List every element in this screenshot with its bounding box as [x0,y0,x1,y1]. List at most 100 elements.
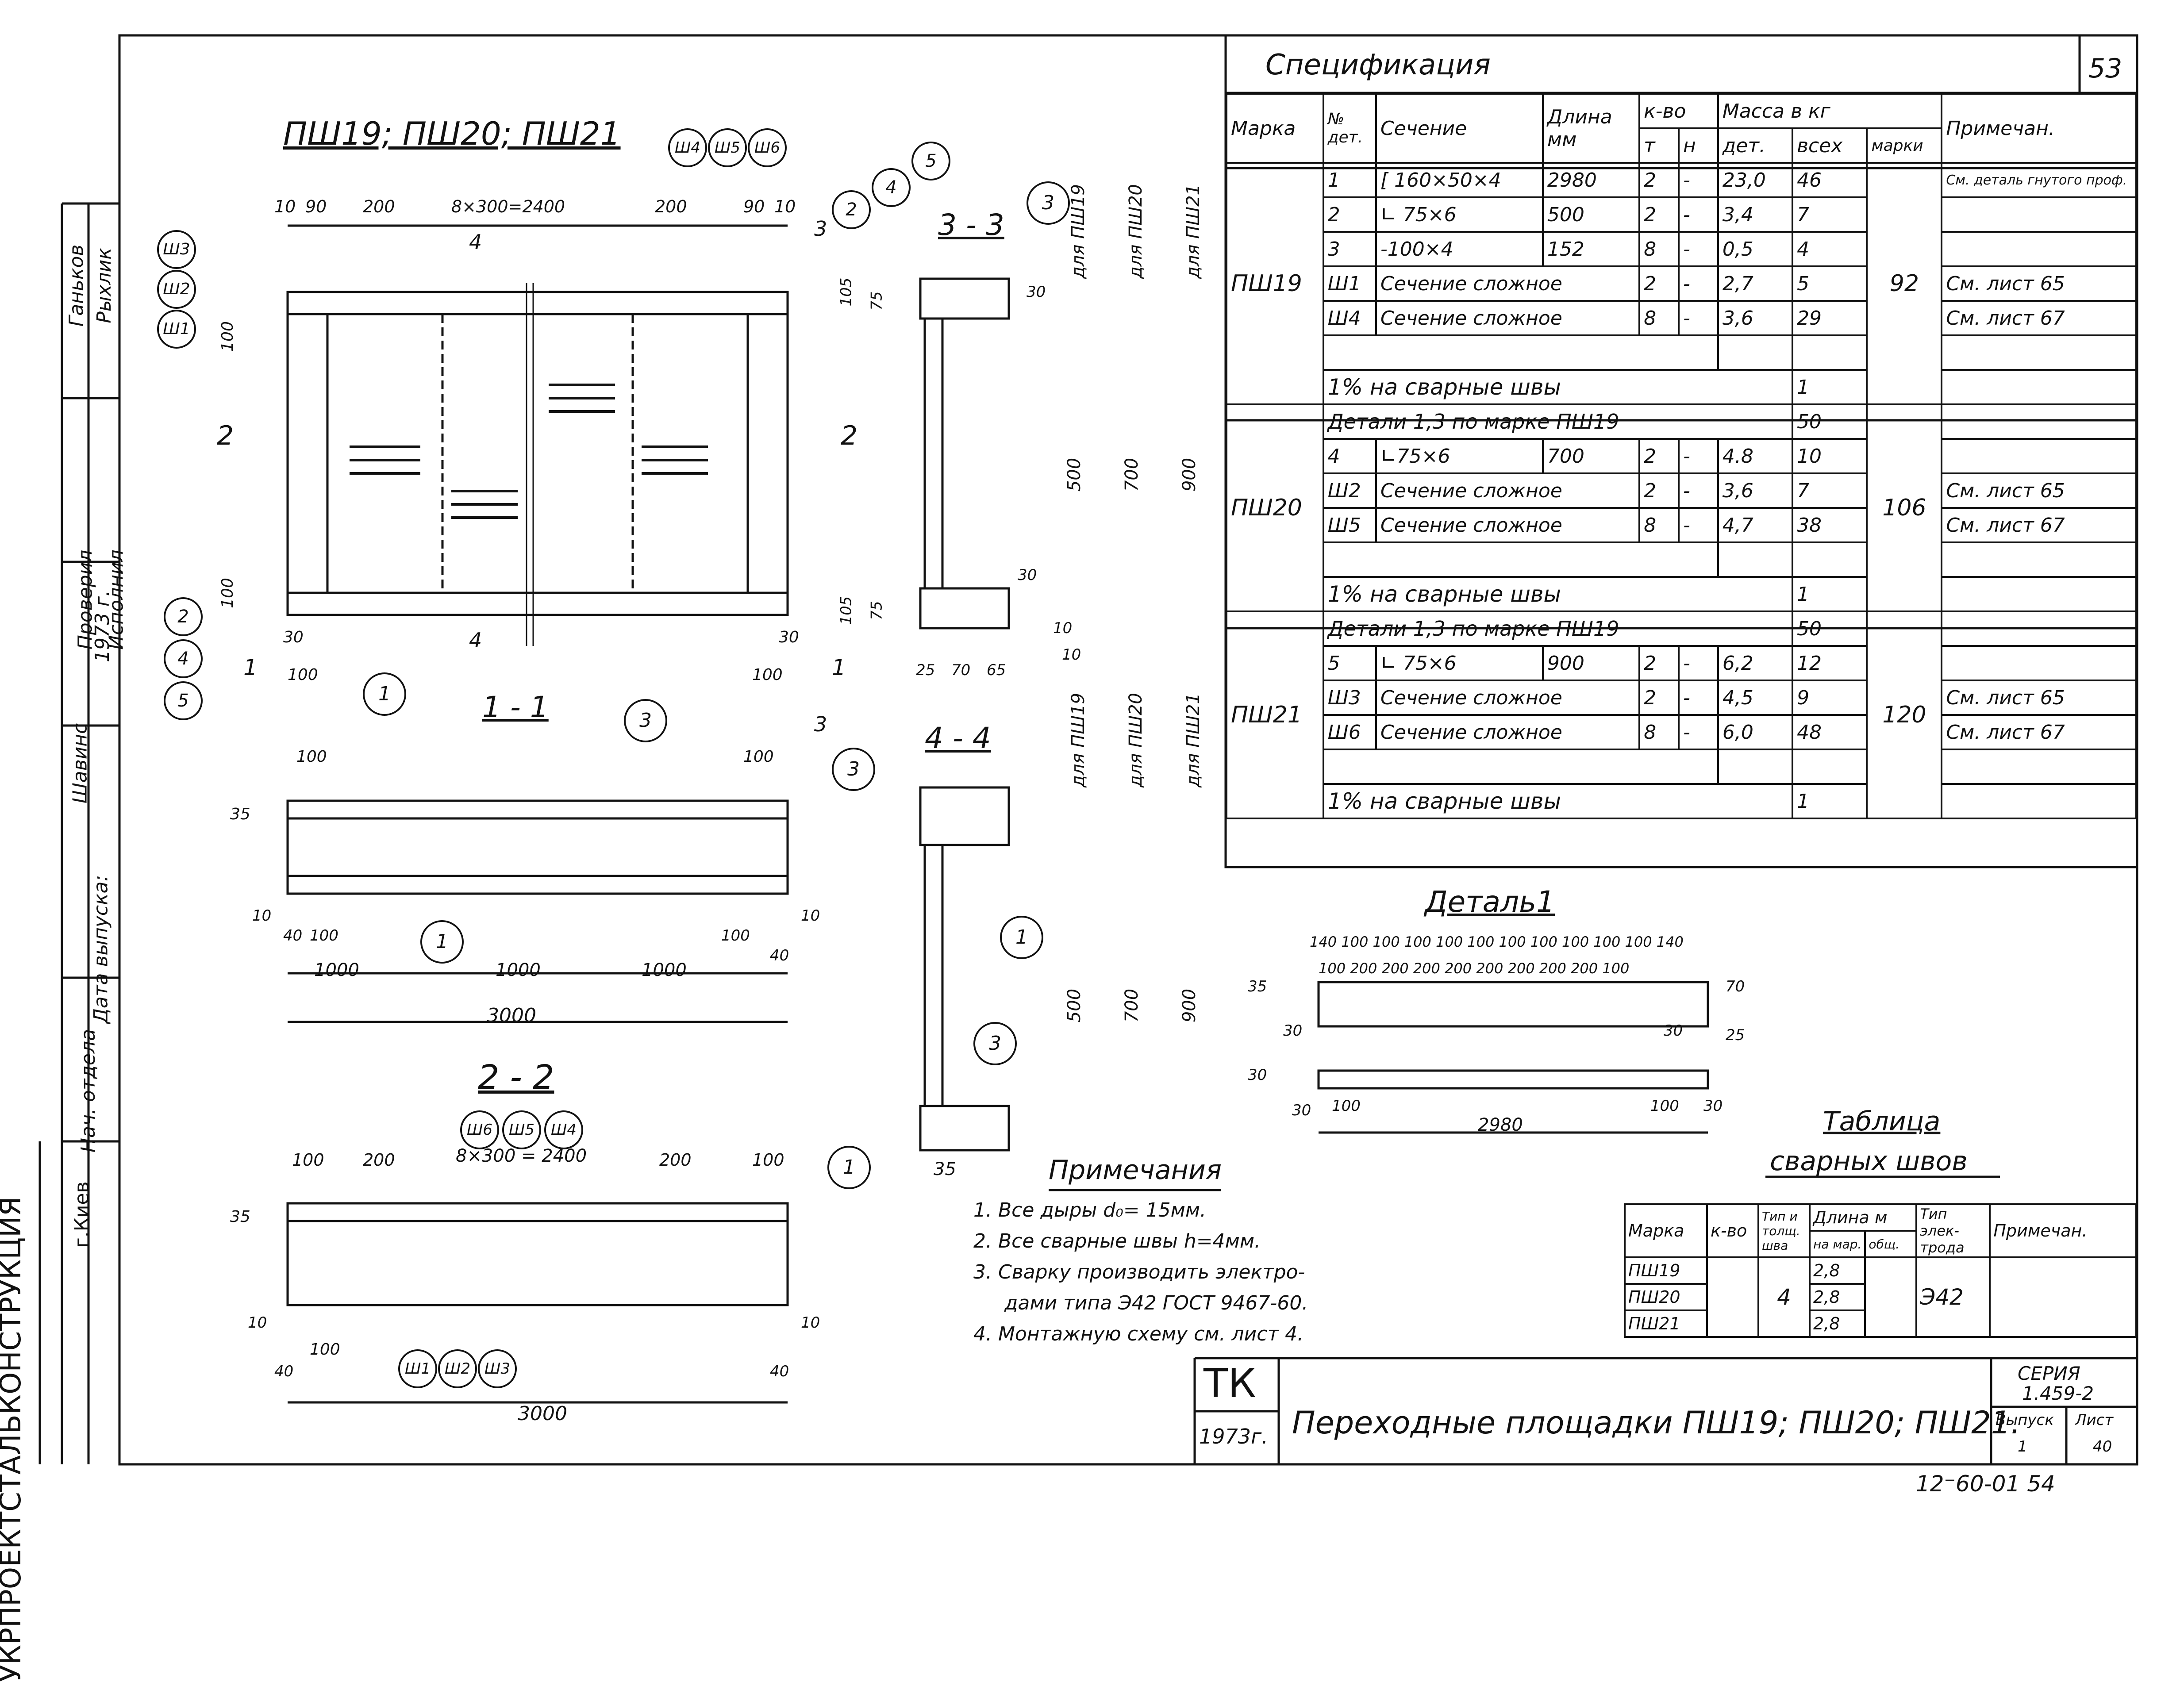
top-dim-90b: 90 [743,197,765,216]
spec-cell: См. лист 67 [1941,714,2137,750]
spec-cell: 38 [1792,507,1868,543]
spec-cell [1941,645,2137,681]
spec-details-note: Детали 1,3 по марке ПШ19 [1322,611,1794,647]
s11-40: 40 [283,927,303,945]
s22-10b: 10 [801,1314,820,1332]
cut-3-top: 3 [814,217,827,241]
spec-cell: [ 160×50×4 [1375,162,1544,198]
s33-10a: 10 [1053,619,1073,637]
s44-for19: для ПШ19 [1068,693,1088,787]
spec-cell: 7 [1792,196,1868,233]
top-dim-10: 10 [274,197,296,216]
callout-3-plan: 3 [624,699,667,742]
table-row [1227,749,2137,785]
spec-cell: 48 [1792,714,1868,750]
spec-cell: 2 [1638,438,1680,474]
spec-cell: Ш1 [1322,265,1377,302]
spec-cell: 2 [1638,645,1680,681]
detail1-25: 25 [1726,1026,1745,1044]
s33-105a: 105 [837,277,855,307]
spec-table: Марка № дет. Сечение Длина мм к-во Масса… [1226,93,2137,819]
spec-cell: - [1677,645,1719,681]
stamp-title: Переходные площадки ПШ19; ПШ20; ПШ21. [1292,1405,2021,1441]
spec-cell: 4.8 [1717,438,1794,474]
main-title: ПШ19; ПШ20; ПШ21 [283,115,621,152]
spec-cell: - [1677,300,1719,336]
stamp-sheet-label: Лист [2075,1411,2114,1429]
spec-cell: 4,5 [1717,680,1794,716]
s33-for20: для ПШ20 [1125,184,1146,279]
cut-4-top: 4 [469,230,482,254]
spec-cell [1941,438,2137,474]
s33-10b: 10 [1062,646,1081,664]
spec-cell [1941,611,2137,647]
table-row: 3 -100×4 152 8 - 0,5 4 [1227,231,2137,267]
spec-cell: - [1677,714,1719,750]
callout-sh6: Ш6 [748,128,787,167]
table-row: 5 ∟ 75×6 900 2 - 6,2 12 [1227,645,2137,681]
s11-3000: 3000 [487,1004,536,1027]
spec-cell: 4,7 [1717,507,1794,543]
spec-g2-total: 106 [1866,403,1943,612]
spec-cell: 900 [1542,645,1641,681]
spec-h-det: дет. [1717,127,1794,164]
cut-2-left: 2 [217,420,234,451]
callout-1-s22: 1 [827,1146,871,1189]
plan-outline [286,291,789,616]
s22-40b: 40 [770,1363,789,1380]
detail1-30e: 30 [1703,1097,1723,1115]
spec-cell: 12 [1792,645,1868,681]
spec-cell [1717,749,1794,785]
spec-cell [1941,369,2137,405]
s33-for19: для ПШ19 [1068,184,1088,279]
side-role-3: Исполнил [105,549,128,650]
bottom-number: 12⁻60-01 54 [1916,1471,2055,1497]
weld-cell [1989,1256,2137,1338]
spec-cell: 1 [1322,162,1377,198]
spec-cell [1941,576,2137,612]
spec-cell: -100×4 [1375,231,1544,267]
callout-4-left: 4 [164,639,203,678]
spec-cell: 8 [1638,507,1680,543]
top-dim-90: 90 [305,197,327,216]
s11-100a: 100 [296,748,327,766]
spec-cell: 5 [1322,645,1377,681]
table-row: 1% на сварные швы 1 [1227,576,2137,612]
spec-cell: - [1677,196,1719,233]
section-2-2-outline [286,1202,789,1306]
spec-cell: 23,0 [1717,162,1794,198]
s22-200b: 200 [659,1150,692,1170]
spec-cell: 2 [1638,472,1680,509]
s11-35: 35 [230,805,250,823]
spec-cell: Сечение сложное [1375,680,1641,716]
callout-sh4: Ш4 [668,128,707,167]
spec-h-t: т [1638,127,1680,164]
table-row: Ш1 Сечение сложное 2 - 2,7 5 См. лист 65 [1227,265,2137,302]
spec-title: Спецификация [1265,49,1491,81]
spec-frame [1224,34,2138,868]
table-row: 2 ∟ 75×6 500 2 - 3,4 7 [1227,196,2137,233]
spec-g3-total: 120 [1866,611,1943,819]
section-3-3-title: 3 - 3 [938,208,1004,242]
weld-h-electrode: Тип элек- трода [1915,1203,1991,1258]
detail1-35: 35 [1248,978,1267,995]
side-role-0: Нач. отдела [77,1029,100,1153]
spec-cell: - [1677,438,1719,474]
weld-cell: 2,8 [1808,1310,1866,1338]
spec-cell: 2 [1638,162,1680,198]
s11-10b: 10 [801,907,820,925]
spec-cell: Сечение сложное [1375,507,1641,543]
weld-table: Марка к-во Тип и толщ. шва Длина м Тип э… [1624,1203,2137,1338]
table-row: Ш6 Сечение сложное 8 - 6,0 48 См. лист 6… [1227,714,2137,750]
detail1-30c: 30 [1248,1066,1267,1084]
spec-cell: 2,7 [1717,265,1794,302]
spec-cell: 50 [1792,403,1868,440]
detail1-100a: 100 [1332,1097,1361,1115]
spec-cell: 5 [1792,265,1868,302]
detail1-30b: 30 [1664,1022,1683,1040]
s11-1000b: 1000 [496,960,541,980]
weld-h-note: Примечан. [1989,1203,2137,1258]
weld-h-per: на мар. [1808,1230,1866,1258]
weld-h-marka: Марка [1624,1203,1708,1258]
weld-cell: 2,8 [1808,1283,1866,1311]
